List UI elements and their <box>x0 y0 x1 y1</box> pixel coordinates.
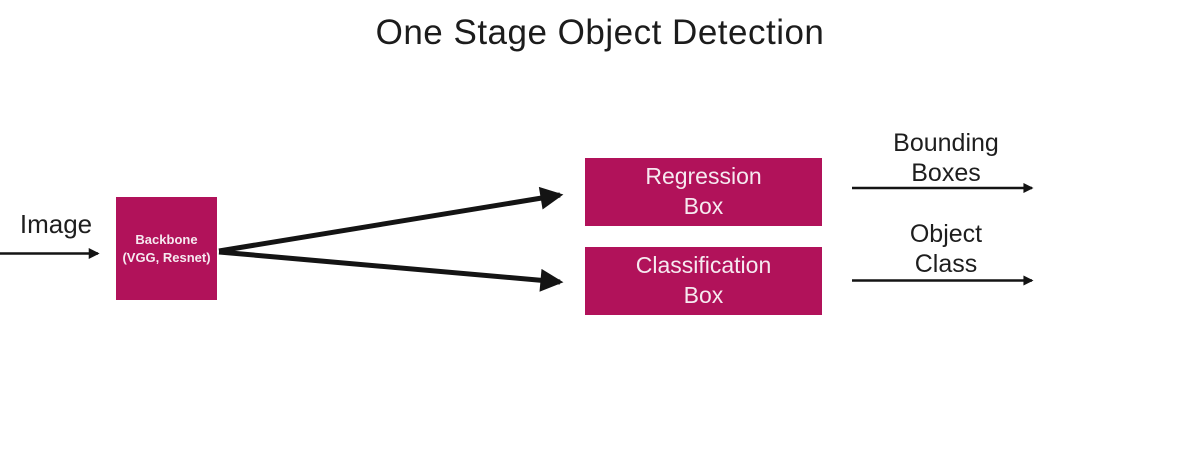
output-object-class-line1: Object <box>909 220 983 248</box>
regression-box-line2: Box <box>683 193 724 219</box>
output-bounding-boxes-label: Bounding Boxes <box>846 128 1046 188</box>
arrow-backbone-to-classification <box>218 249 564 292</box>
regression-box-node: Regression Box <box>585 158 822 226</box>
regression-box-line1: Regression <box>645 163 762 190</box>
input-image-label: Image <box>19 209 93 239</box>
classification-box-line2: Box <box>683 282 724 308</box>
diagram-title: One Stage Object Detection <box>375 13 825 52</box>
output-bounding-boxes-line1: Bounding <box>893 129 999 157</box>
backbone-node: Backbone (VGG, Resnet) <box>116 197 217 300</box>
arrow-backbone-to-regression <box>218 186 564 254</box>
classification-box-node: Classification Box <box>585 247 822 315</box>
backbone-node-line2: (VGG, Resnet) <box>122 249 211 265</box>
output-object-class-line2: Class <box>914 250 978 278</box>
output-object-class-label: Object Class <box>846 219 1046 279</box>
backbone-node-line1: Backbone <box>135 231 198 247</box>
output-bounding-boxes-line2: Boxes <box>911 159 981 187</box>
classification-box-line1: Classification <box>635 252 772 279</box>
